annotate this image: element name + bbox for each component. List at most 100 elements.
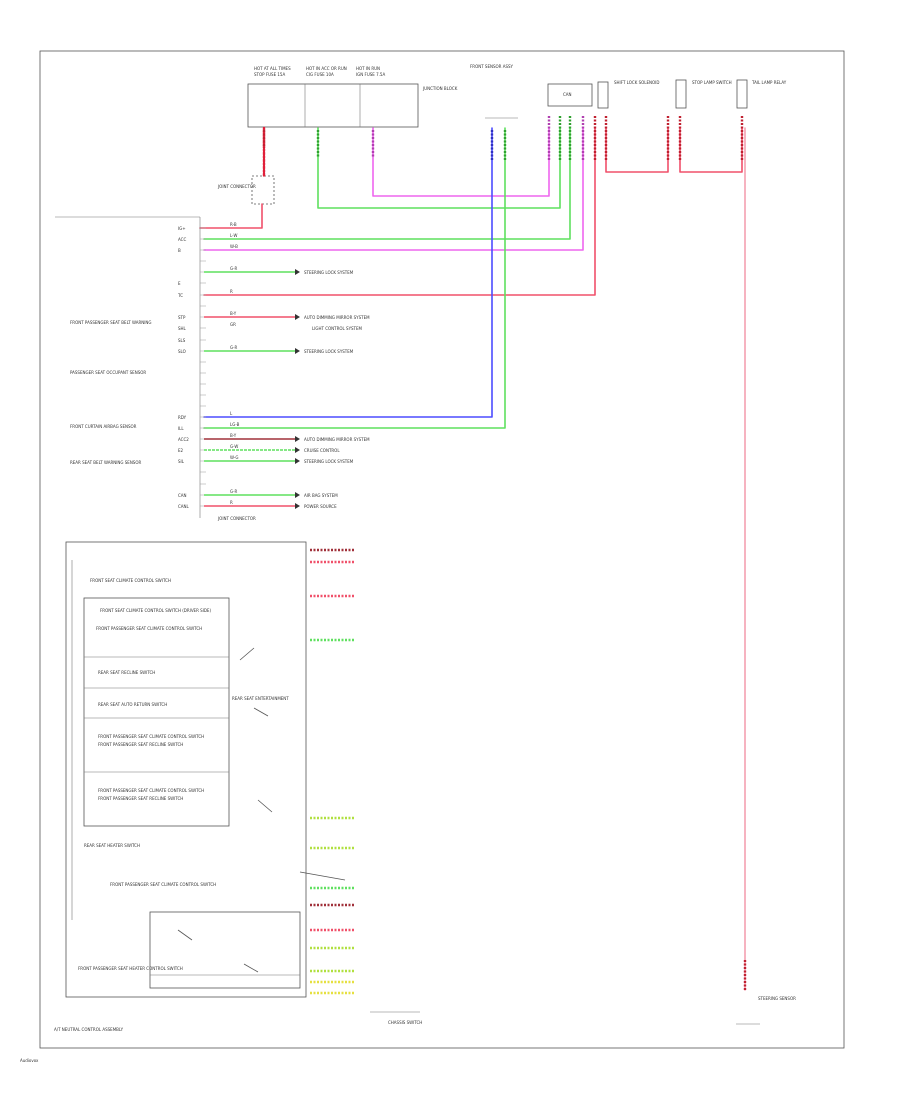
svg-text:REAR SEAT HEATER SWITCH: REAR SEAT HEATER SWITCH bbox=[84, 843, 140, 848]
wire-pink-stop bbox=[605, 127, 669, 173]
shift-lock-box bbox=[597, 81, 609, 109]
tail-relay-label: TAIL LAMP RELAY bbox=[751, 80, 787, 85]
svg-text:SLO: SLO bbox=[178, 349, 186, 354]
svg-text:REAR SEAT RECLINE SWITCH: REAR SEAT RECLINE SWITCH bbox=[98, 670, 155, 675]
svg-text:LG-B: LG-B bbox=[230, 422, 240, 427]
top-connector-marks bbox=[262, 116, 747, 990]
svg-text:STEERING LOCK SYSTEM: STEERING LOCK SYSTEM bbox=[304, 349, 354, 354]
wire-green-top bbox=[317, 127, 561, 209]
wire-green-pin bbox=[203, 127, 571, 240]
svg-text:G-R: G-R bbox=[230, 345, 238, 350]
wire-magenta-top bbox=[372, 127, 550, 197]
svg-text:R-B: R-B bbox=[230, 222, 237, 227]
svg-text:LIGHT CONTROL SYSTEM: LIGHT CONTROL SYSTEM bbox=[312, 326, 363, 331]
svg-text:STEERING LOCK SYSTEM: STEERING LOCK SYSTEM bbox=[304, 459, 354, 464]
fuse-3-sub: IGN FUSE 7.5A bbox=[356, 72, 385, 77]
svg-text:L: L bbox=[230, 411, 233, 416]
tail-relay-box bbox=[736, 79, 748, 109]
svg-text:STP: STP bbox=[178, 315, 186, 320]
switch-contacts bbox=[177, 647, 346, 973]
left-labels: FRONT PASSENGER SEAT BELT WARNING PASSEN… bbox=[70, 320, 152, 465]
svg-text:TC: TC bbox=[177, 293, 183, 298]
svg-text:FRONT CURTAIN AIRBAG SENSOR: FRONT CURTAIN AIRBAG SENSOR bbox=[70, 424, 137, 429]
shift-lock-label: SHIFT LOCK SOLENOID bbox=[614, 80, 659, 85]
system-notes: STEERING LOCK SYSTEM AUTO DIMMING MIRROR… bbox=[304, 270, 370, 509]
switch-labels: FRONT SEAT CLIMATE CONTROL SWITCH FRONT … bbox=[78, 578, 289, 971]
svg-text:B-Y: B-Y bbox=[230, 433, 237, 438]
svg-text:E2: E2 bbox=[178, 448, 184, 453]
wire-code-labels: R-B L-W W-B G-R R B-Y GR G-R L LG-B B-Y … bbox=[230, 222, 240, 505]
wire-pink-stop-b bbox=[679, 127, 743, 173]
svg-text:FRONT PASSENGER SEAT BELT WARN: FRONT PASSENGER SEAT BELT WARNING bbox=[70, 320, 152, 325]
fuse-box-label: JUNCTION BLOCK bbox=[422, 86, 458, 91]
svg-text:FRONT PASSENGER SEAT RECLINE S: FRONT PASSENGER SEAT RECLINE SWITCH bbox=[98, 796, 183, 801]
svg-text:FRONT SEAT CLIMATE CONTROL SWI: FRONT SEAT CLIMATE CONTROL SWITCH (DRIVE… bbox=[100, 608, 211, 613]
svg-text:FRONT PASSENGER SEAT RECLINE S: FRONT PASSENGER SEAT RECLINE SWITCH bbox=[98, 742, 183, 747]
svg-text:R: R bbox=[230, 289, 233, 294]
svg-text:G-R: G-R bbox=[230, 489, 238, 494]
switch-inner-box bbox=[83, 597, 230, 827]
svg-text:AIR BAG SYSTEM: AIR BAG SYSTEM bbox=[304, 493, 338, 498]
svg-text:AUTO DIMMING MIRROR SYSTEM: AUTO DIMMING MIRROR SYSTEM bbox=[304, 315, 370, 320]
svg-text:REAR SEAT AUTO RETURN SWITCH: REAR SEAT AUTO RETURN SWITCH bbox=[98, 702, 167, 707]
svg-text:STEERING LOCK SYSTEM: STEERING LOCK SYSTEM bbox=[304, 270, 354, 275]
svg-text:REAR SEAT BELT WARNING SENSOR: REAR SEAT BELT WARNING SENSOR bbox=[70, 460, 141, 465]
bottom-switch-label: CHASSIS SWITCH bbox=[388, 1020, 422, 1025]
fuse-1-label: HOT AT ALL TIMES bbox=[254, 66, 291, 71]
heater-switch-box bbox=[149, 911, 301, 989]
svg-text:RDY: RDY bbox=[178, 415, 187, 420]
joint-connector bbox=[251, 175, 275, 205]
wire-red-pin bbox=[203, 127, 596, 296]
diagram-border bbox=[39, 50, 845, 1049]
svg-text:SIL: SIL bbox=[178, 459, 185, 464]
svg-text:CAN: CAN bbox=[178, 493, 187, 498]
svg-text:R: R bbox=[230, 500, 233, 505]
svg-text:FRONT PASSENGER SEAT HEATER CO: FRONT PASSENGER SEAT HEATER CONTROL SWIT… bbox=[78, 966, 183, 971]
fuse-2-sub: CIG FUSE 10A bbox=[306, 72, 334, 77]
wire-red-fuse-lower bbox=[199, 203, 263, 229]
svg-text:GR: GR bbox=[230, 322, 236, 327]
svg-text:ILL: ILL bbox=[178, 426, 184, 431]
svg-text:SLS: SLS bbox=[178, 338, 186, 343]
svg-text:G-W: G-W bbox=[230, 444, 238, 449]
sensor-label: FRONT SENSOR ASSY bbox=[470, 64, 514, 69]
svg-text:FRONT SEAT CLIMATE CONTROL SWI: FRONT SEAT CLIMATE CONTROL SWITCH bbox=[90, 578, 171, 583]
svg-text:REAR SEAT ENTERTAINMENT: REAR SEAT ENTERTAINMENT bbox=[232, 696, 289, 701]
fuse-2-label: HOT IN ACC OR RUN bbox=[306, 66, 347, 71]
fuse-block bbox=[247, 83, 419, 128]
svg-text:G-R: G-R bbox=[230, 266, 238, 271]
wire-magenta-pin bbox=[203, 127, 584, 251]
svg-text:FRONT PASSENGER SEAT CLIMATE C: FRONT PASSENGER SEAT CLIMATE CONTROL SWI… bbox=[96, 626, 202, 631]
fuse-1-sub: STOP FUSE 15A bbox=[254, 72, 285, 77]
joint-connector-bottom: JOINT CONNECTOR bbox=[217, 516, 256, 521]
svg-text:POWER SOURCE: POWER SOURCE bbox=[304, 504, 337, 509]
svg-text:L-W: L-W bbox=[230, 233, 237, 238]
can-label: CAN bbox=[563, 92, 572, 97]
svg-text:FRONT PASSENGER SEAT CLIMATE C: FRONT PASSENGER SEAT CLIMATE CONTROL SWI… bbox=[98, 734, 204, 739]
footer-left: Audiovox bbox=[20, 1058, 39, 1063]
svg-text:ACC: ACC bbox=[178, 237, 186, 242]
svg-text:CRUISE CONTROL: CRUISE CONTROL bbox=[304, 448, 340, 453]
svg-text:AUTO DIMMING MIRROR SYSTEM: AUTO DIMMING MIRROR SYSTEM bbox=[304, 437, 370, 442]
svg-text:FRONT PASSENGER SEAT CLIMATE C: FRONT PASSENGER SEAT CLIMATE CONTROL SWI… bbox=[110, 882, 216, 887]
svg-text:W-G: W-G bbox=[230, 455, 238, 460]
stop-lamp-box bbox=[675, 79, 687, 109]
pin-ticks bbox=[200, 227, 206, 507]
bottom-right-component: STEERING SENSOR bbox=[758, 996, 796, 1001]
svg-text:IG+: IG+ bbox=[178, 226, 186, 231]
svg-text:ACC2: ACC2 bbox=[178, 437, 189, 442]
joint-connector-label: JOINT CONNECTOR bbox=[217, 184, 256, 189]
stub-wires bbox=[204, 269, 300, 509]
main-component-label: A/T NEUTRAL CONTROL ASSEMBLY bbox=[54, 1027, 124, 1032]
fuse-3-label: HOT IN RUN bbox=[356, 66, 380, 71]
stop-lamp-label: STOP LAMP SWITCH bbox=[692, 80, 732, 85]
svg-text:B: B bbox=[178, 248, 181, 253]
svg-text:PASSENGER SEAT OCCUPANT SENSOR: PASSENGER SEAT OCCUPANT SENSOR bbox=[70, 370, 146, 375]
svg-text:SHL: SHL bbox=[178, 326, 187, 331]
pin-labels: IG+ ACC B E TC STP SHL SLS SLO RDY ILL A… bbox=[177, 226, 190, 509]
svg-text:W-B: W-B bbox=[230, 244, 238, 249]
svg-text:E: E bbox=[178, 281, 181, 286]
wire-green-sensor bbox=[203, 127, 506, 429]
wire-blue-sensor bbox=[203, 127, 493, 418]
can-box bbox=[547, 83, 593, 107]
